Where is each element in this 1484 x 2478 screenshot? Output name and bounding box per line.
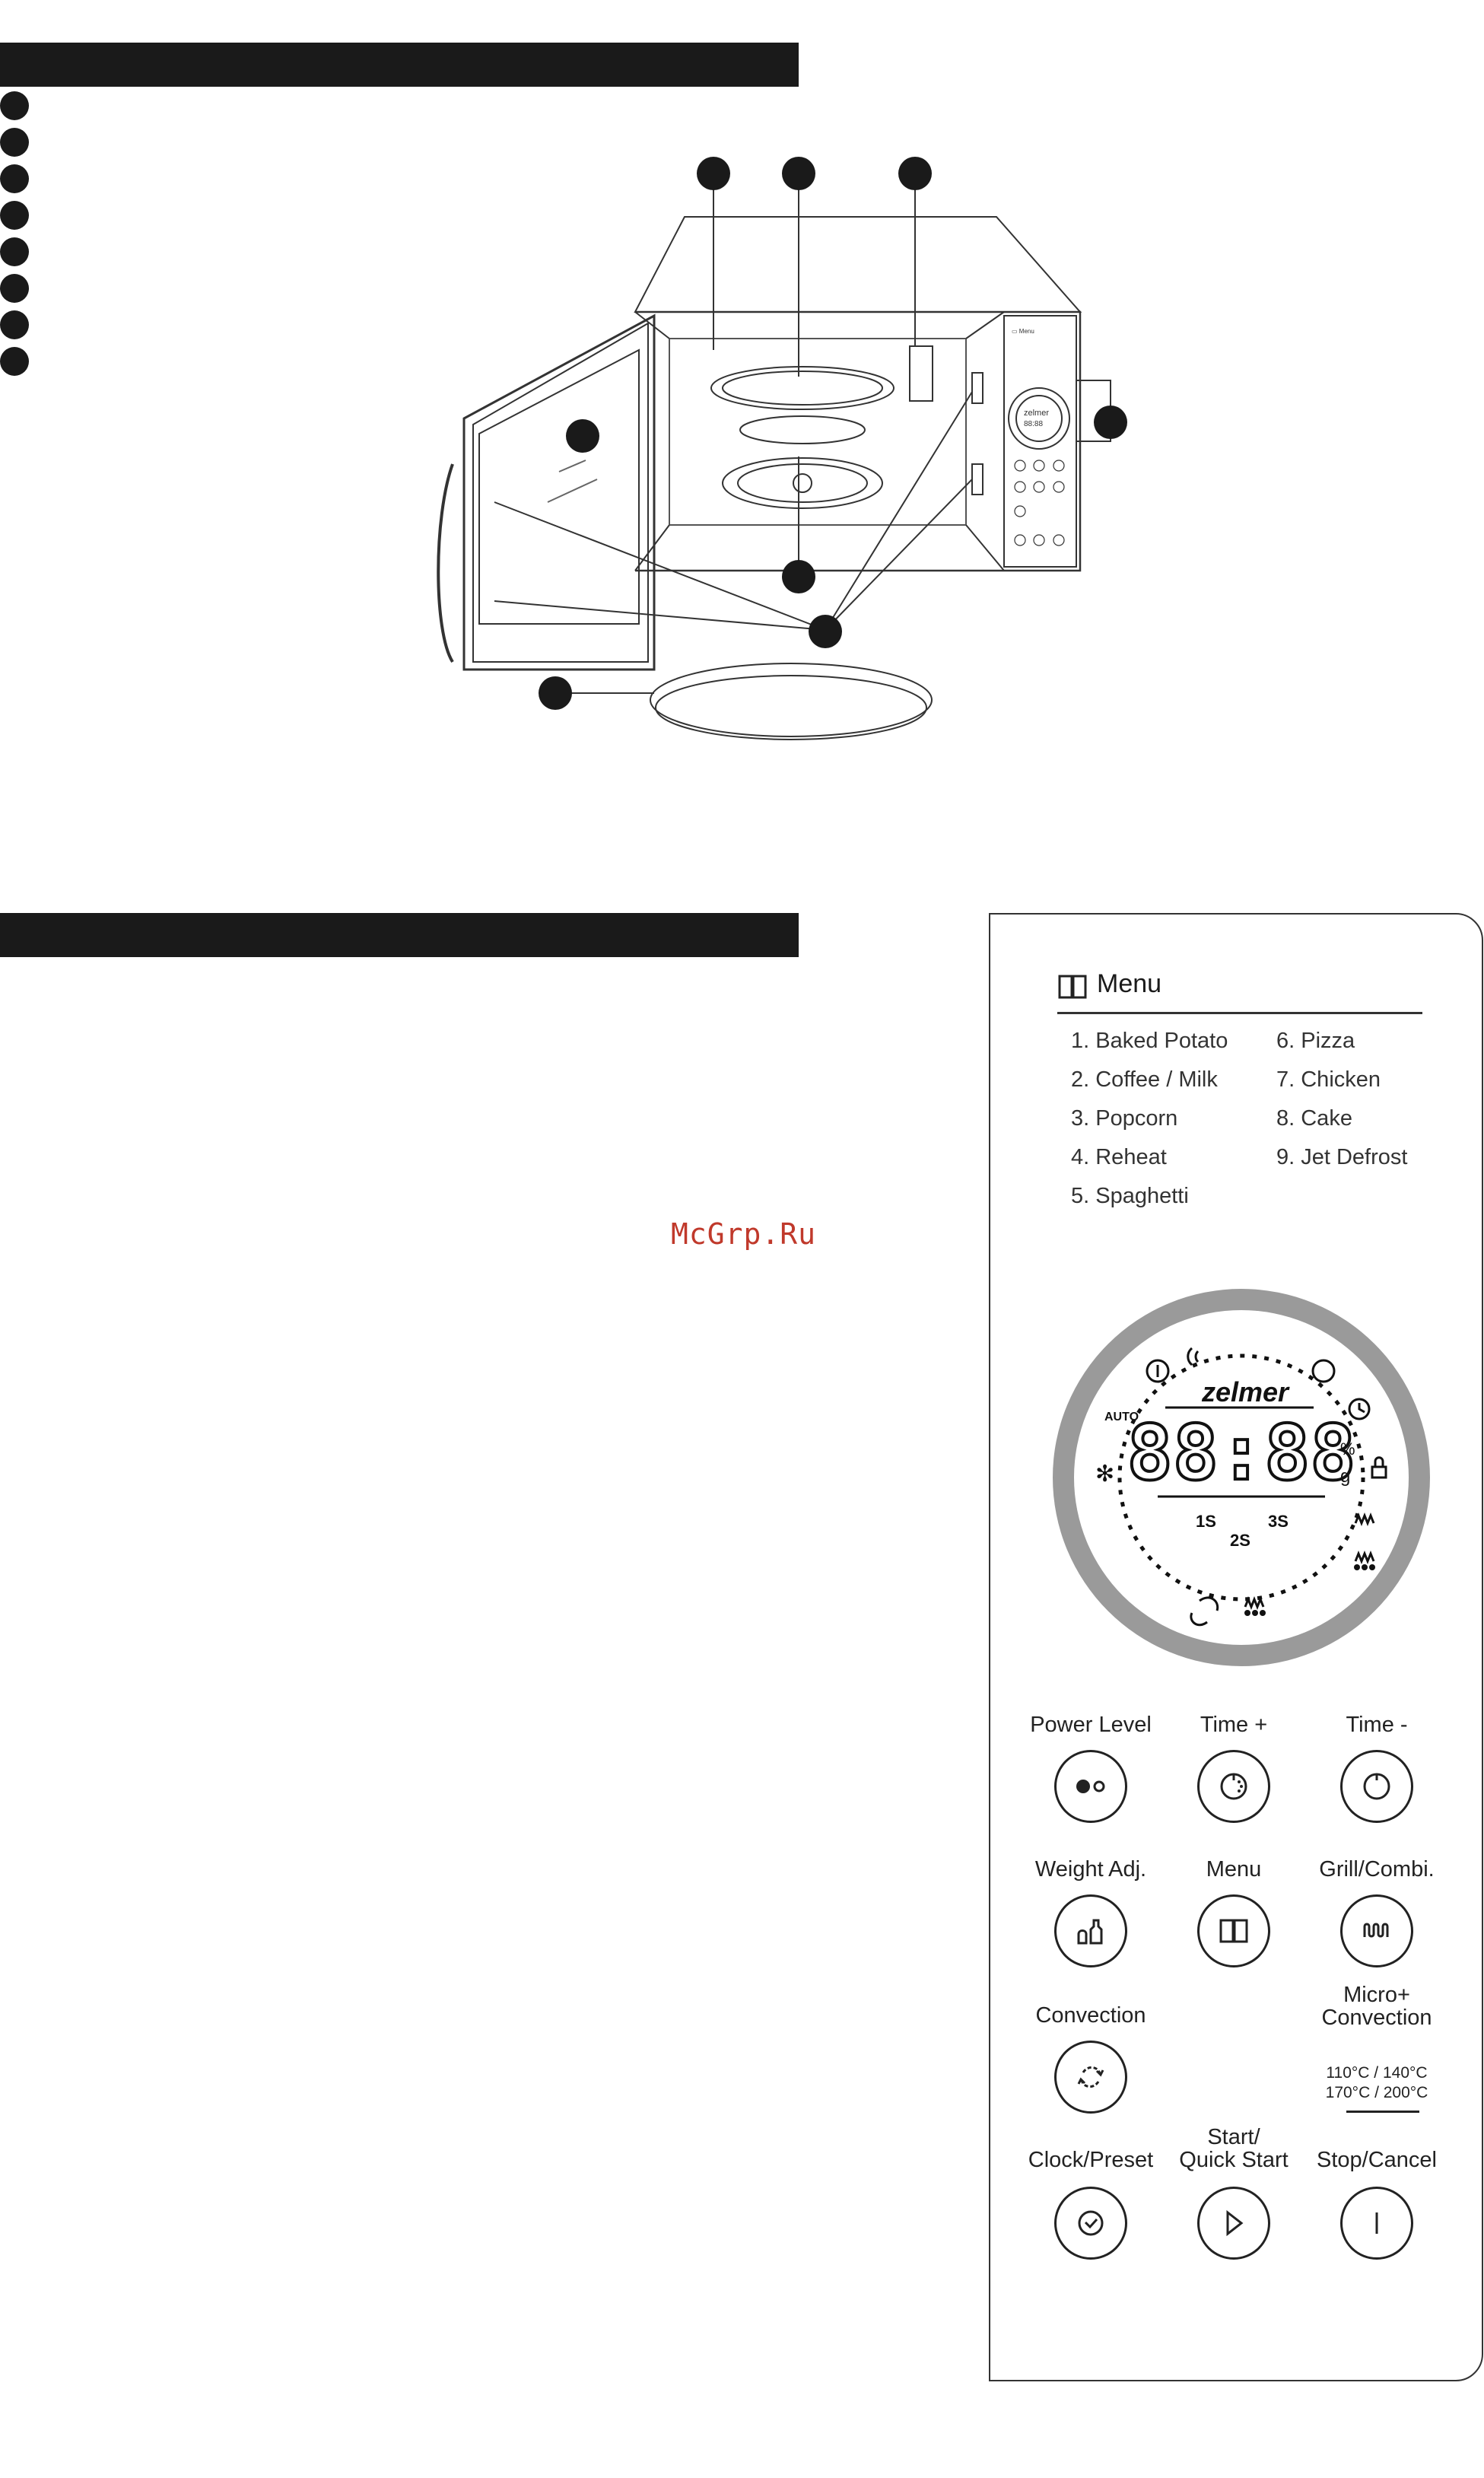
grill-combi-label: Grill/Combi. xyxy=(1319,1857,1435,1882)
mini-panel-brand: zelmer xyxy=(1024,409,1049,418)
micro-convection-label-1: Micro+ xyxy=(1343,1983,1410,2007)
stage-2-indicator: 2S xyxy=(1230,1531,1250,1550)
bullet-dot xyxy=(0,347,29,376)
time-plus-button[interactable] xyxy=(1197,1750,1270,1823)
lcd-display: AUTO ✻ zelmer 88:88 % g 1S 2S 3S xyxy=(1053,1289,1430,1666)
weight-adj-button[interactable] xyxy=(1054,1894,1127,1967)
menu-item: 4. Reheat xyxy=(1071,1145,1167,1169)
bullet-dot xyxy=(0,201,29,230)
timer-icon xyxy=(1311,1359,1336,1383)
menu-item: 7. Chicken xyxy=(1276,1067,1381,1092)
signal-icon xyxy=(1187,1347,1200,1366)
bullet-dot xyxy=(0,91,29,120)
menu-item: 6. Pizza xyxy=(1276,1029,1355,1053)
bullet-dot xyxy=(0,274,29,303)
menu-header: Menu xyxy=(1057,968,1422,1014)
grill-combi-icon xyxy=(1354,1550,1375,1565)
power-level-button[interactable] xyxy=(1054,1750,1127,1823)
mini-panel-menu-label: ▭ Menu xyxy=(1012,328,1034,335)
grill-icon xyxy=(1354,1512,1375,1527)
bullet-dot xyxy=(0,310,29,339)
clock-icon xyxy=(1348,1398,1371,1420)
watermark: McGrp.Ru xyxy=(671,1217,817,1251)
timer-plus-icon xyxy=(1220,1773,1247,1800)
clock-icon xyxy=(1078,2210,1104,2236)
start-label-1: Start/ xyxy=(1207,2125,1260,2149)
display-digits: 88:88 xyxy=(1127,1408,1355,1497)
start-label-2: Quick Start xyxy=(1179,2148,1289,2172)
clock-preset-button[interactable] xyxy=(1054,2187,1127,2260)
menu-button-label: Menu xyxy=(1206,1857,1262,1882)
section-header-bar-bottom xyxy=(0,913,799,957)
weight-adj-label: Weight Adj. xyxy=(1034,1857,1147,1882)
power-level-label: Power Level xyxy=(1030,1713,1152,1737)
bullet-dot xyxy=(0,164,29,193)
micro-convection-label-2: Convection xyxy=(1321,2006,1432,2030)
bullet-dot xyxy=(0,237,29,266)
start-quick-start-button[interactable] xyxy=(1197,2187,1270,2260)
percent-indicator: % xyxy=(1340,1439,1355,1458)
convection-icon xyxy=(1077,2066,1104,2088)
display-brand: zelmer xyxy=(1201,1376,1290,1408)
menu-item: 8. Cake xyxy=(1276,1106,1352,1131)
convection-button[interactable] xyxy=(1054,2041,1127,2114)
stop-cancel-label: Stop/Cancel xyxy=(1317,2148,1437,2172)
lock-icon xyxy=(1371,1465,1387,1479)
menu-item: 3. Popcorn xyxy=(1071,1106,1178,1131)
microwave-diagram: ▭ Menu zelmer 88:88 xyxy=(437,157,1127,740)
clock-preset-label: Clock/Preset xyxy=(1028,2148,1154,2172)
auto-indicator: AUTO xyxy=(1104,1411,1139,1423)
menu-list-left: 1. Baked Potato 2. Coffee / Milk 3. Popc… xyxy=(1071,1029,1228,1223)
play-icon xyxy=(1226,2209,1244,2237)
display-face xyxy=(1074,1310,1409,1645)
convection-label: Convection xyxy=(1035,2003,1146,2028)
menu-item: 1. Baked Potato xyxy=(1071,1029,1228,1053)
control-panel: Menu 1. Baked Potato 2. Coffee / Milk 3.… xyxy=(989,913,1483,2381)
timer-minus-icon xyxy=(1363,1773,1390,1800)
time-minus-label: Time - xyxy=(1346,1713,1408,1737)
defrost-icon: ✻ xyxy=(1095,1461,1114,1487)
gram-indicator: g xyxy=(1340,1466,1350,1487)
display-dotted-ring xyxy=(1117,1354,1365,1602)
menu-button[interactable] xyxy=(1197,1894,1270,1967)
bullet-dot xyxy=(0,128,29,157)
section-header-bar-top xyxy=(0,43,799,87)
grill-combi-button[interactable] xyxy=(1340,1894,1413,1967)
menu-item: 9. Jet Defrost xyxy=(1276,1145,1408,1169)
convection-icon xyxy=(1190,1596,1219,1627)
power-icon xyxy=(1146,1359,1170,1383)
micro-convection-underline xyxy=(1346,2111,1419,2113)
mini-panel-display: 88:88 xyxy=(1024,420,1043,428)
menu-list-right: 6. Pizza 7. Chicken 8. Cake 9. Jet Defro… xyxy=(1276,1029,1407,1184)
micro-temps-line-1: 110°C / 140°C xyxy=(1326,2064,1428,2082)
micro-temps-line-2: 170°C / 200°C xyxy=(1325,2084,1428,2101)
grill-icon xyxy=(1363,1923,1389,1938)
grill-combi-bottom-icon xyxy=(1244,1595,1265,1611)
stage-3-indicator: 3S xyxy=(1268,1512,1289,1531)
menu-item: 2. Coffee / Milk xyxy=(1071,1067,1218,1092)
book-icon xyxy=(1058,975,1087,999)
stop-bar-icon xyxy=(1375,2212,1378,2234)
power-dots-icon xyxy=(1076,1780,1105,1793)
stop-cancel-button[interactable] xyxy=(1340,2187,1413,2260)
weight-bottles-icon xyxy=(1077,1919,1103,1945)
menu-item: 5. Spaghetti xyxy=(1071,1184,1189,1208)
time-minus-button[interactable] xyxy=(1340,1750,1413,1823)
book-icon xyxy=(1219,1919,1248,1943)
stage-1-indicator: 1S xyxy=(1196,1512,1216,1531)
menu-title: Menu xyxy=(1097,969,1162,998)
time-plus-label: Time + xyxy=(1200,1713,1268,1737)
